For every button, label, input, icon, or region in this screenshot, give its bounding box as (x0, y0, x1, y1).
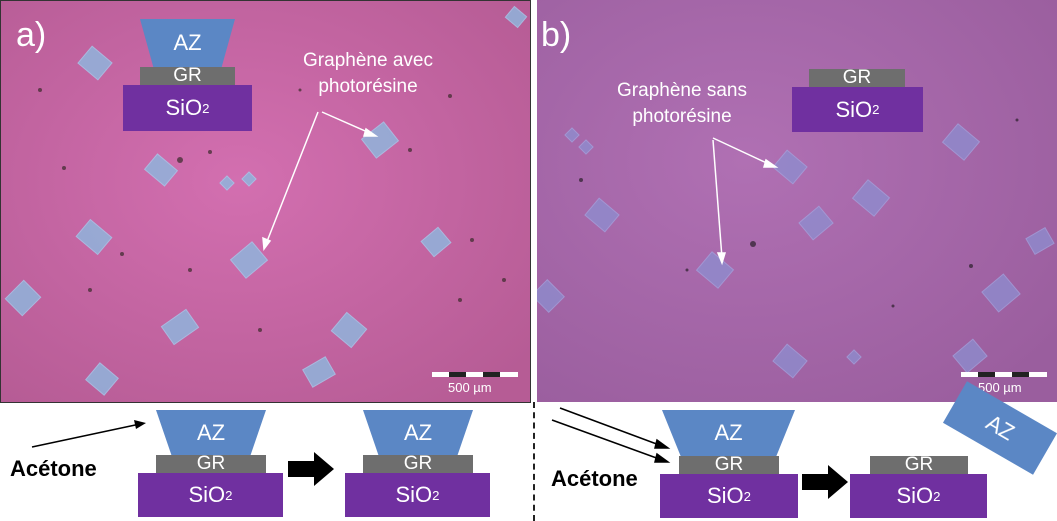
bottom-b-after-sio2-text: SiO (896, 483, 934, 508)
bottom-a-after-az-text: AZ (403, 419, 433, 445)
bottom-a-before-sio2-sub: 2 (225, 487, 233, 503)
bottom-b-after-gr-text: GR (904, 454, 934, 475)
bottom-b-before-gr-text: GR (714, 454, 744, 475)
panel-a-annotation-line2: photorésine (318, 76, 418, 97)
bottom-b-before-sio2-text: SiO (706, 483, 744, 508)
bottom-a-before-gr: GR (156, 453, 266, 474)
bottom-a-after-gr: GR (363, 453, 473, 474)
bottom-a-acetone-arrow (31, 420, 146, 448)
flying-az-text: AZ (981, 409, 1019, 446)
panel-divider-top (530, 0, 537, 402)
bottom-a-before-az-text: AZ (196, 419, 226, 445)
panel-b-annotation-line1: Graphène sans (617, 80, 747, 101)
panel-a-annotation: Graphène avec photorésine (283, 48, 453, 100)
stack-b-sio2-text: SiO (835, 96, 873, 122)
bottom-b-before-sio2-sub: 2 (743, 488, 752, 504)
bottom-a-after-gr-text: GR (403, 453, 433, 474)
panel-a-annotation-line1: Graphène avec (303, 50, 433, 71)
stack-a-gr-text: GR (173, 65, 202, 86)
bottom-a-after-az: AZ (363, 410, 473, 455)
bottom-a-after-sio2-text: SiO (395, 482, 433, 507)
micrograph-panel-b (537, 0, 1057, 402)
bottom-b-before-gr: GR (679, 454, 779, 475)
bottom-a-acetone-label: Acétone (10, 456, 97, 481)
panel-a-label: a) (16, 16, 47, 54)
bottom-b-after-gr: GR (870, 454, 968, 475)
micrograph-panel-a (0, 0, 530, 402)
stack-b-gr-text: GR (842, 67, 872, 88)
panel-b-scale-label: 500 µm (978, 380, 1022, 395)
bottom-b-after-sio2-sub: 2 (933, 488, 941, 504)
panel-a-annotation-arrows (262, 111, 379, 252)
stack-a-az-layer: AZ (140, 19, 235, 67)
bottom-a-after-sio2-sub: 2 (432, 487, 440, 503)
stack-a-sio2-sub: 2 (202, 100, 210, 116)
panel-b-annotation-line2: photorésine (632, 106, 732, 127)
stack-a-sio2-text: SiO (165, 95, 203, 120)
bottom-b-before-az: AZ (662, 410, 795, 456)
bottom-b-before-az-text: AZ (714, 420, 743, 445)
bottom-a-before-gr-text: GR (196, 453, 226, 474)
panel-b-annotation-arrows (712, 137, 779, 266)
stack-b-gr-layer: GR (809, 67, 905, 88)
stack-b-sio2-sub: 2 (872, 102, 880, 117)
panel-a-scale-label: 500 µm (448, 380, 492, 395)
bottom-a-before-sio2-text: SiO (188, 482, 226, 507)
bottom-b-acetone-arrows (551, 407, 671, 463)
panel-b-annotation: Graphène sans photorésine (602, 78, 762, 130)
stack-a-az-text: AZ (173, 30, 202, 55)
bottom-a-before-az: AZ (156, 410, 266, 455)
stack-a-gr-layer: GR (140, 65, 235, 86)
bottom-a-process-arrow (288, 452, 334, 486)
bottom-b-process-arrow (802, 465, 848, 499)
panel-separator-dashed (533, 402, 535, 521)
panel-b-label: b) (541, 16, 572, 54)
bottom-b-acetone-label: Acétone (551, 466, 638, 491)
